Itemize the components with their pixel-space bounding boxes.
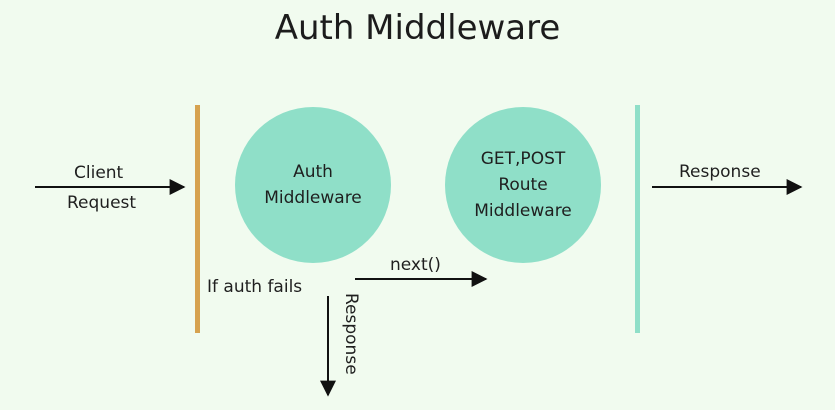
right-boundary-bar (635, 105, 640, 333)
response-down-label: Response (341, 293, 361, 375)
next-label: next() (390, 255, 441, 275)
request-label: Request (67, 193, 137, 213)
left-boundary-bar (195, 105, 200, 333)
auth-node-line-2: Middleware (264, 188, 362, 208)
response-right-label: Response (679, 162, 761, 182)
auth-middleware-node: Auth Middleware (235, 107, 391, 263)
auth-node-line-1: Auth (293, 162, 333, 182)
diagram-title: Auth Middleware (274, 8, 561, 48)
client-label: Client (74, 163, 124, 183)
route-node-line-3: Middleware (474, 201, 572, 221)
route-node-line-1: GET,POST (480, 149, 566, 169)
route-node-line-2: Route (498, 175, 548, 195)
auth-fails-label: If auth fails (207, 277, 303, 297)
route-middleware-node: GET,POST Route Middleware (445, 107, 601, 263)
